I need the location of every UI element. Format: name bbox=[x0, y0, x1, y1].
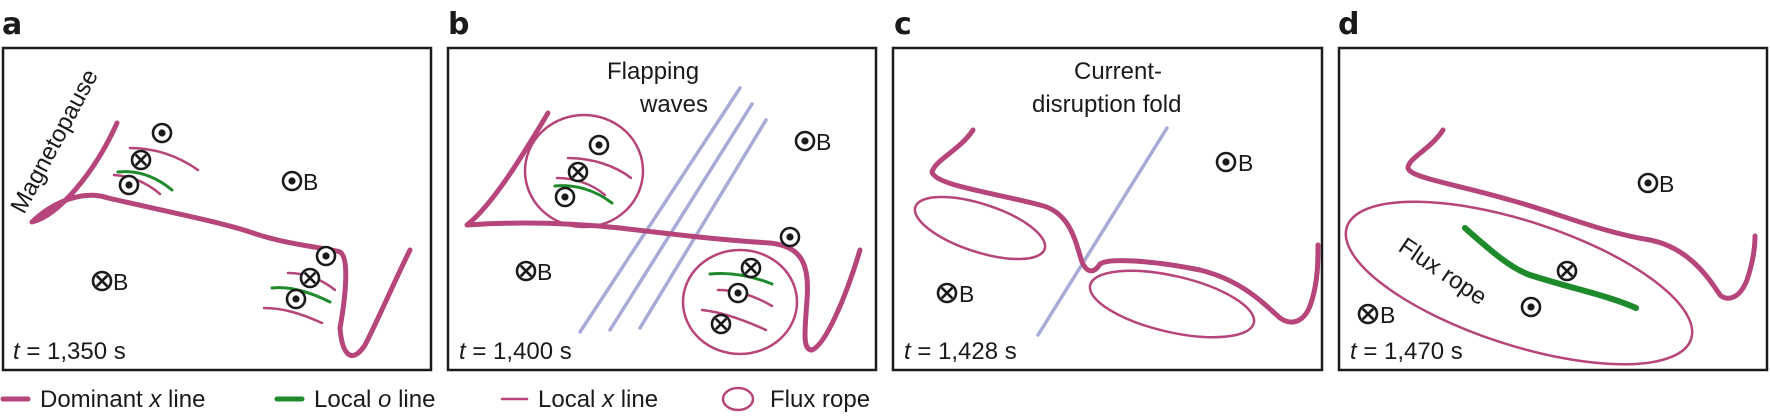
b-field-label: B bbox=[537, 259, 552, 285]
into-page-symbol bbox=[710, 313, 732, 335]
flapping-wave bbox=[578, 86, 742, 334]
panel-b: b Flapping waves B B t = 1,400 s bbox=[446, 7, 878, 372]
panel-a-time: t = 1,350 s bbox=[13, 338, 126, 365]
b-field-label: B bbox=[1380, 302, 1395, 328]
panel-c: c Current- disruption fold B B t = 1,428… bbox=[891, 7, 1324, 372]
into-page-symbol bbox=[936, 282, 958, 304]
current-disruption-fold bbox=[1036, 126, 1169, 337]
panel-c-frame bbox=[891, 46, 1324, 372]
out-of-page-symbol bbox=[588, 134, 610, 156]
dominant-x-line bbox=[29, 120, 413, 358]
local-o-line bbox=[708, 272, 774, 286]
local-o-line bbox=[116, 170, 174, 192]
panel-a-frame bbox=[1, 46, 433, 372]
out-of-page-symbol bbox=[315, 245, 337, 267]
legend-flux-rope: Flux rope bbox=[770, 386, 870, 413]
flux-rope-label: Flux rope bbox=[1394, 233, 1492, 311]
panel-d: d Flux rope B B t = 1,470 s bbox=[1337, 7, 1769, 372]
flapping-waves-label-line1: Flapping bbox=[607, 58, 699, 85]
flux-rope bbox=[1088, 269, 1256, 339]
local-x-line bbox=[555, 176, 607, 197]
panel-d-time: t = 1,470 s bbox=[1350, 338, 1463, 365]
out-of-page-symbol bbox=[727, 282, 749, 304]
into-page-symbol bbox=[299, 267, 321, 289]
panel-b-time: t = 1,400 s bbox=[459, 338, 572, 365]
local-o-line bbox=[553, 184, 614, 205]
out-of-page-symbol bbox=[151, 122, 173, 144]
into-page-symbol bbox=[567, 161, 589, 183]
panel-c-time: t = 1,428 s bbox=[904, 338, 1017, 365]
dominant-x-line bbox=[464, 110, 863, 353]
into-page-symbol bbox=[130, 149, 152, 171]
dominant-x-line bbox=[929, 127, 1321, 325]
local-o-line bbox=[1462, 225, 1639, 311]
flapping-waves-label-line2: waves bbox=[639, 91, 708, 118]
out-of-page-symbol bbox=[1637, 172, 1659, 194]
b-field-label: B bbox=[1238, 150, 1253, 176]
out-of-page-symbol bbox=[779, 226, 801, 248]
flux-rope bbox=[913, 195, 1047, 261]
panel-c-letter: c bbox=[894, 7, 912, 42]
panel-a-letter: a bbox=[2, 7, 22, 42]
into-page-symbol bbox=[91, 270, 113, 292]
b-field-label: B bbox=[816, 129, 831, 155]
b-field-label: B bbox=[303, 169, 318, 195]
local-x-line bbox=[700, 308, 768, 332]
flapping-wave bbox=[608, 102, 754, 332]
into-page-symbol bbox=[515, 260, 537, 282]
b-field-label: B bbox=[113, 269, 128, 295]
out-of-page-symbol bbox=[1520, 296, 1542, 318]
legend-local-x-line: Local x line bbox=[538, 386, 658, 413]
out-of-page-symbol bbox=[285, 288, 307, 310]
into-page-symbol bbox=[1556, 260, 1578, 282]
panel-a: a Magnetopause B B t = 1,350 s bbox=[1, 7, 433, 372]
out-of-page-symbol bbox=[118, 174, 140, 196]
legend: Dominant x line Local o line Local x lin… bbox=[0, 386, 870, 413]
out-of-page-symbol bbox=[1215, 151, 1237, 173]
panel-b-letter: b bbox=[448, 7, 469, 42]
into-page-symbol bbox=[1357, 303, 1379, 325]
out-of-page-symbol bbox=[281, 170, 303, 192]
legend-swatch-flux-rope bbox=[721, 386, 755, 412]
dominant-x-line bbox=[1405, 127, 1758, 301]
legend-local-o-line: Local o line bbox=[314, 386, 435, 413]
out-of-page-symbol bbox=[554, 186, 576, 208]
current-disruption-label-line2: disruption fold bbox=[1032, 91, 1181, 118]
panel-b-frame bbox=[446, 46, 878, 372]
out-of-page-symbol bbox=[794, 130, 816, 152]
legend-dominant-x-line: Dominant x line bbox=[40, 386, 205, 413]
b-field-label: B bbox=[1659, 171, 1674, 197]
flux-rope bbox=[1344, 200, 1694, 366]
into-page-symbol bbox=[740, 257, 762, 279]
panel-d-letter: d bbox=[1338, 7, 1359, 42]
local-x-line bbox=[262, 306, 324, 325]
b-field-label: B bbox=[959, 281, 974, 307]
current-disruption-label-line1: Current- bbox=[1074, 58, 1162, 85]
panel-d-frame bbox=[1337, 46, 1769, 372]
local-x-line bbox=[128, 146, 200, 172]
local-x-line bbox=[566, 156, 633, 180]
flux-rope bbox=[681, 248, 799, 356]
flapping-wave bbox=[638, 118, 768, 330]
